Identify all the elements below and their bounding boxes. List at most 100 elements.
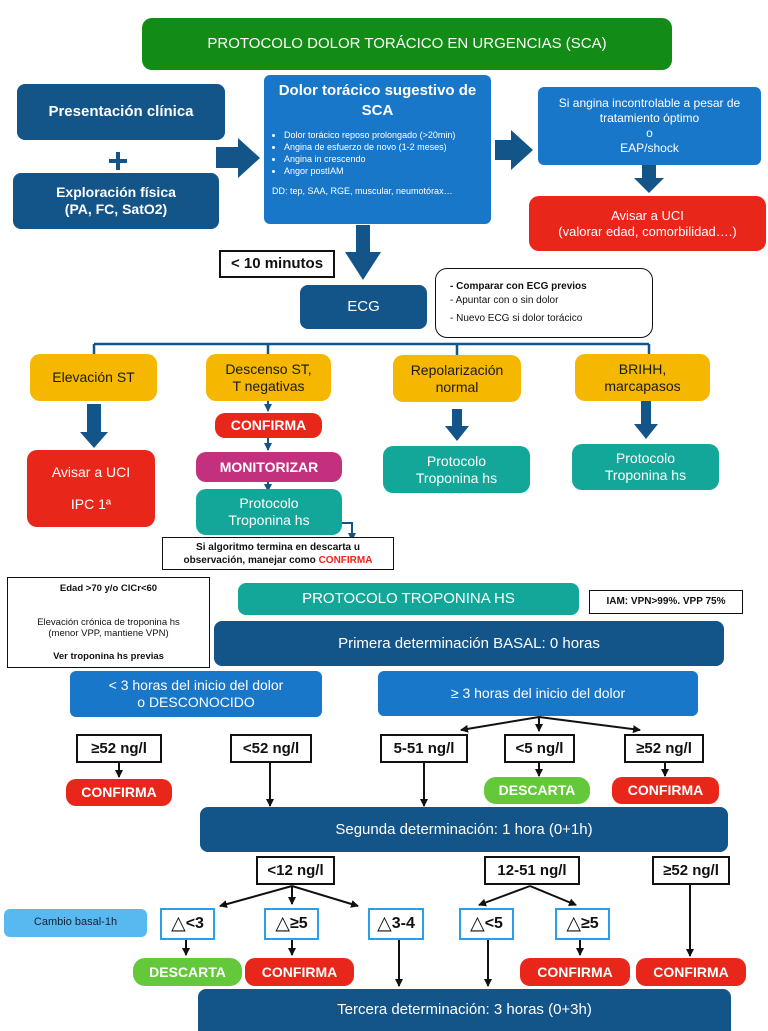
troponin-protocol-box-left: Protocolo Troponina hs: [196, 489, 342, 535]
troponin-protocol-box-brihh: Protocolo Troponina hs: [572, 444, 719, 490]
age-note-line4: Ver troponina hs previas: [53, 651, 164, 662]
second-determination: Segunda determinación: 1 hora (0+1h): [200, 807, 728, 852]
uncontrolled-angina-box: Si angina incontrolable a pesar de trata…: [538, 87, 761, 165]
troponin-protocol-line2: Troponina hs: [228, 512, 310, 528]
troponin-protocol-box-repol: Protocolo Troponina hs: [383, 446, 530, 493]
third-determination: Tercera determinación: 3 horas (0+3h): [198, 989, 731, 1031]
confirma-badge: CONFIRMA: [612, 777, 719, 804]
troponin-protocol-line1: Protocolo: [426, 452, 487, 469]
repolarization-line1: Repolarización: [410, 361, 504, 378]
delta-value: ≥5: [289, 915, 308, 933]
arrow-right-1: [216, 138, 260, 178]
delta-icon: △: [275, 912, 290, 934]
page-title: PROTOCOLO DOLOR TORÁCICO EN URGENCIAS (S…: [142, 18, 672, 70]
arrow-right-2: [495, 130, 533, 170]
ge3h-box: ≥ 3 horas del inicio del dolor: [378, 671, 698, 716]
confirma-badge: CONFIRMA: [245, 958, 354, 986]
ecg-note-item: - Nuevo ECG si dolor torácico: [450, 313, 583, 324]
st-elevation-box: Elevación ST: [30, 354, 157, 401]
ecg-box: ECG: [300, 285, 427, 329]
physical-exploration-box: Exploración física (PA, FC, SatO2): [13, 173, 219, 229]
algorithm-note-highlight: CONFIRMA: [318, 554, 373, 566]
uncontrolled-line3: EAP/shock: [620, 141, 679, 155]
value-ge52-right: ≥52 ng/l: [624, 734, 704, 763]
value-12-51: 12-51 ng/l: [484, 856, 580, 885]
delta-icon: △: [377, 912, 392, 934]
troponin-title: PROTOCOLO TROPONINA HS: [238, 583, 579, 615]
value-ge52-left: ≥52 ng/l: [76, 734, 162, 763]
delta-icon: △: [470, 912, 485, 934]
suggestive-item: Angina in crescendo: [284, 153, 483, 165]
notify-uci-ipc-line1: Avisar a UCI: [51, 463, 131, 480]
suggestive-title: Dolor torácico sugestivo de SCA: [278, 82, 477, 119]
algorithm-note-line2: observación, manejar como CONFIRMA: [184, 554, 373, 567]
lt3h-box: < 3 horas del inicio del dolor o DESCONO…: [70, 671, 322, 717]
ecg-note-text: Apuntar con o sin dolor: [455, 295, 559, 306]
troponin-protocol-line1: Protocolo: [615, 450, 676, 467]
arrow-down-uci: [634, 165, 664, 193]
suggestive-list: Dolor torácico reposo prolongado (>20min…: [272, 129, 483, 177]
st-depression-box: Descenso ST, T negativas: [206, 354, 331, 401]
notify-uci-line2: (valorar edad, comorbilidad….): [558, 223, 737, 239]
arrow-down-ecg: [345, 225, 381, 280]
delta-ge5-right: △≥5: [555, 908, 610, 940]
brihh-line1: BRIHH,: [618, 360, 667, 377]
age-note-middle: Elevación crónica de troponina hs(menor …: [37, 617, 180, 639]
suggestive-item: Angina de esfuerzo de novo (1-2 meses): [284, 141, 483, 153]
delta-ge5-left: △≥5: [264, 908, 319, 940]
value-lt52: <52 ng/l: [230, 734, 312, 763]
clinical-presentation-box: Presentación clínica: [17, 84, 225, 140]
value-5-51: 5-51 ng/l: [380, 734, 468, 763]
value-ge52-second: ≥52 ng/l: [652, 856, 730, 885]
delta-value: 3-4: [391, 915, 415, 933]
delta-value: ≥5: [580, 915, 599, 933]
monitorizar-badge: MONITORIZAR: [196, 452, 342, 482]
notify-uci-ipc-box: Avisar a UCI IPC 1ª: [27, 450, 155, 527]
suggestive-item: Angor postIAM: [284, 165, 483, 177]
descarta-badge: DESCARTA: [484, 777, 590, 804]
repolarization-line2: normal: [435, 378, 479, 395]
arrow-down-brihh: [634, 400, 658, 439]
ecg-note-text: Comparar con ECG previos: [456, 281, 587, 292]
value-lt12: <12 ng/l: [256, 856, 335, 885]
delta-3-4: △3-4: [368, 908, 424, 940]
algorithm-note-text: observación, manejar como: [183, 554, 316, 566]
suggestive-pain-box: Dolor torácico sugestivo de SCA Dolor to…: [264, 75, 491, 224]
delta-value: <5: [484, 915, 503, 933]
descarta-badge: DESCARTA: [133, 958, 242, 986]
confirma-badge: CONFIRMA: [636, 958, 746, 986]
confirma-badge: CONFIRMA: [520, 958, 630, 986]
st-depression-line1: Descenso ST,: [225, 360, 312, 377]
plus-sign: [109, 152, 127, 170]
age-note: Edad >70 y/o ClCr<60 Elevación crónica d…: [7, 577, 210, 668]
notify-uci-ipc-line2: IPC 1ª: [70, 496, 112, 513]
troponin-protocol-line2: Troponina hs: [415, 469, 498, 486]
delta-icon: △: [171, 912, 186, 934]
age-note-line2: Elevación crónica de troponina hs: [37, 616, 180, 628]
delta-icon: △: [566, 912, 581, 934]
confirma-badge: CONFIRMA: [215, 413, 322, 438]
notify-uci-line1: Avisar a UCI: [611, 207, 684, 223]
troponin-protocol-line2: Troponina hs: [604, 467, 687, 483]
ecg-notes: - Comparar con ECG previos - Apuntar con…: [435, 268, 653, 338]
troponin-protocol-line1: Protocolo: [239, 495, 299, 512]
suggestive-item: Dolor torácico reposo prolongado (>20min…: [284, 129, 483, 141]
change-basal-label: Cambio basal-1h: [4, 909, 147, 937]
st-depression-line2: T negativas: [232, 377, 305, 394]
lt3h-line1: < 3 horas del inicio del dolor: [108, 677, 284, 694]
uncontrolled-line1: Si angina incontrolable a pesar de trata…: [558, 96, 741, 125]
repolarization-box: Repolarización normal: [393, 355, 521, 402]
brihh-line2: marcapasos: [604, 377, 681, 394]
delta-value: <3: [185, 915, 204, 933]
age-note-line3: (menor VPP, mantiene VPN): [48, 627, 169, 639]
uncontrolled-line2: o: [646, 126, 653, 140]
lt3h-line2: o DESCONOCIDO: [137, 694, 255, 710]
age-note-line1: Edad >70 y/o ClCr<60: [59, 583, 158, 594]
value-lt5: <5 ng/l: [504, 734, 575, 763]
ten-minutes-label: < 10 minutos: [219, 250, 335, 278]
iam-note: IAM: VPN>99%. VPP 75%: [589, 590, 743, 614]
notify-uci-box: Avisar a UCI (valorar edad, comorbilidad…: [529, 196, 766, 251]
differential-diagnosis: DD: tep, SAA, RGE, muscular, neumotórax…: [272, 186, 453, 196]
exploration-line1: Exploración física: [56, 184, 176, 201]
